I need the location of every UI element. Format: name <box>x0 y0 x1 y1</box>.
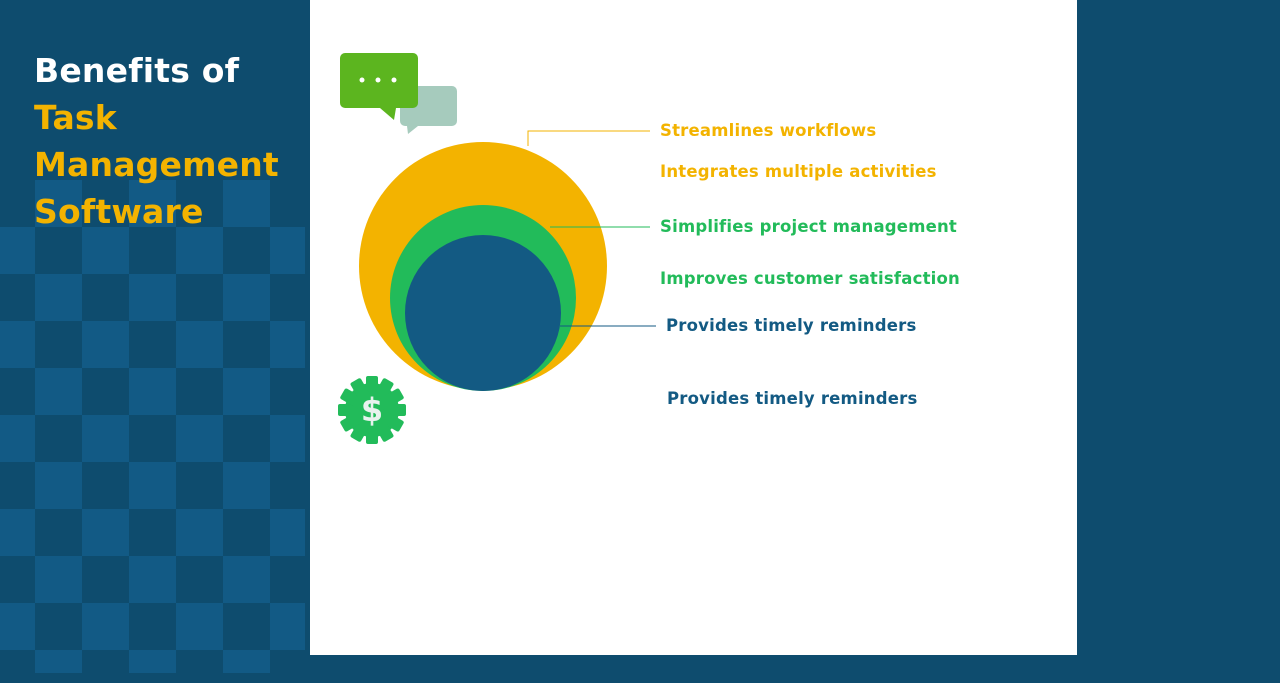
title-line-3: Management <box>34 145 279 184</box>
benefit-label: Simplifies project management <box>660 217 958 236</box>
title-line-2: Task <box>34 98 117 137</box>
dollar-symbol: $ <box>361 391 383 429</box>
checkerboard-background <box>0 180 305 673</box>
title-line-1: Benefits of <box>34 51 240 90</box>
chat-bubbles-icon <box>340 53 457 134</box>
inner-circle <box>405 235 561 391</box>
benefit-label: Streamlines workflows <box>660 121 877 140</box>
benefit-label: Provides timely reminders <box>667 389 918 408</box>
leader-line-orange <box>527 130 650 146</box>
content-panel: $ Streamlines workflows Integrates multi… <box>310 0 1077 655</box>
benefit-label: Integrates multiple activities <box>660 162 937 181</box>
benefit-label: Improves customer satisfaction <box>660 269 961 288</box>
nested-circles-diagram: $ <box>338 53 656 444</box>
title-line-4: Software <box>34 192 204 231</box>
benefit-label: Provides timely reminders <box>666 316 917 335</box>
page-title: Benefits of Task Management Software <box>34 47 279 235</box>
dollar-gear-icon: $ <box>338 376 406 444</box>
